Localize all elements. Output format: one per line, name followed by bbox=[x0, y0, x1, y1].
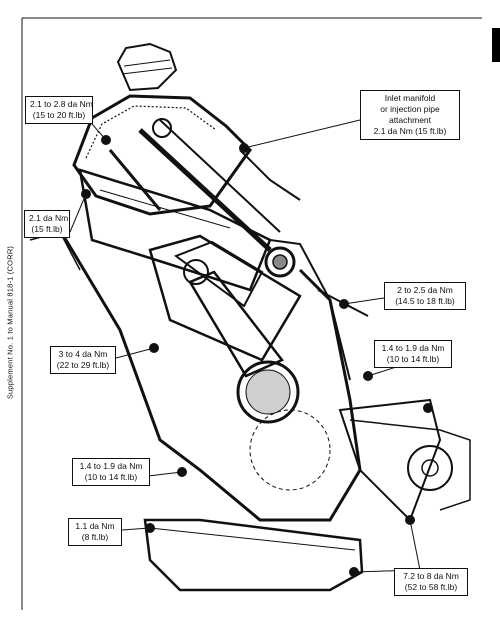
inlet-manifold bbox=[239, 149, 301, 201]
bolt-bracket-top bbox=[423, 403, 433, 413]
callout-inlet-line4: 2.1 da Nm (15 ft.lb) bbox=[373, 126, 447, 136]
block-right-wall bbox=[269, 239, 351, 381]
torque-callout-bottom-right: 7.2 to 8 da Nm (52 to 58 ft.lb) bbox=[394, 568, 468, 596]
cylinder-head bbox=[78, 168, 272, 292]
callout-inlet-line2: or injection pipe bbox=[380, 104, 440, 114]
camshaft-core bbox=[272, 254, 288, 270]
camshaft bbox=[264, 246, 296, 278]
leader-top-left bbox=[91, 123, 107, 141]
callout-right-mid-line2: (10 to 14 ft.lb) bbox=[386, 354, 440, 364]
head-gasket-line bbox=[99, 189, 231, 229]
leader-left-lower bbox=[115, 347, 155, 359]
leader-bottom-left bbox=[121, 527, 151, 531]
leader-bottom-right-b bbox=[409, 519, 421, 571]
leader-inlet bbox=[243, 119, 361, 149]
crank-journal bbox=[245, 369, 291, 415]
leader-right-upper bbox=[343, 297, 385, 305]
pushrod bbox=[138, 128, 272, 252]
crank-big-end bbox=[236, 360, 300, 424]
torque-callout-right-mid: 1.4 to 1.9 da Nm (10 to 14 ft.lb) bbox=[374, 340, 452, 368]
callout-inlet-line3: attachment bbox=[388, 115, 432, 125]
torque-callout-left-low2: 1.4 to 1.9 da Nm (10 to 14 ft.lb) bbox=[72, 458, 150, 486]
callout-inlet-line1: Inlet manifold bbox=[384, 93, 436, 103]
rocker-cover-inner bbox=[85, 105, 217, 159]
rocker-pivot bbox=[152, 118, 172, 138]
accessory-bracket bbox=[338, 398, 442, 522]
torque-callout-top-left: 2.1 to 2.8 da Nm (15 to 20 ft.lb) bbox=[25, 96, 93, 124]
leader-left-low2 bbox=[147, 471, 183, 477]
crank-sweep-circle bbox=[249, 409, 331, 491]
torque-callout-right-upper: 2 to 2.5 da Nm (14.5 to 18 ft.lb) bbox=[384, 282, 466, 310]
pushrod-outline bbox=[159, 119, 281, 233]
callout-left-low2-line1: 1.4 to 1.9 da Nm bbox=[79, 461, 143, 471]
page-edge-tab bbox=[492, 28, 500, 62]
gudgeon-pin bbox=[183, 259, 209, 285]
callout-top-left-line2: (15 to 20 ft.lb) bbox=[32, 110, 86, 120]
callout-right-upper-line1: 2 to 2.5 da Nm bbox=[397, 285, 453, 295]
callout-left-mid-line1: 2.1 da Nm bbox=[29, 213, 69, 223]
callout-right-mid-line1: 1.4 to 1.9 da Nm bbox=[381, 343, 445, 353]
connecting-rod bbox=[188, 270, 284, 378]
valve-stem bbox=[108, 149, 162, 211]
callout-bottom-right-line2: (52 to 58 ft.lb) bbox=[404, 582, 458, 592]
callout-bottom-right-line1: 7.2 to 8 da Nm bbox=[403, 571, 459, 581]
callout-bottom-left-line1: 1.1 da Nm bbox=[75, 521, 115, 531]
oil-sump bbox=[143, 518, 364, 592]
callout-left-mid-line2: (15 ft.lb) bbox=[31, 224, 63, 234]
callout-bottom-left-line2: (8 ft.lb) bbox=[81, 532, 109, 542]
rocker-cover bbox=[72, 94, 252, 216]
callout-left-lower-line2: (22 to 29 ft.lb) bbox=[56, 360, 110, 370]
pulley-hub bbox=[421, 459, 439, 477]
callout-left-lower-line1: 3 to 4 da Nm bbox=[58, 349, 108, 359]
filler-ribs bbox=[123, 59, 171, 67]
leader-left-mid bbox=[69, 193, 87, 233]
torque-callout-left-mid: 2.1 da Nm (15 ft.lb) bbox=[24, 210, 70, 238]
filler-ribs-2 bbox=[121, 67, 173, 75]
torque-callout-bottom-left: 1.1 da Nm (8 ft.lb) bbox=[68, 518, 122, 546]
cylinder-bore bbox=[148, 234, 302, 362]
callout-right-upper-line2: (14.5 to 18 ft.lb) bbox=[395, 296, 455, 306]
torque-callout-inlet: Inlet manifold or injection pipe attachm… bbox=[360, 90, 460, 140]
callout-top-left-line1: 2.1 to 2.8 da Nm bbox=[30, 99, 93, 109]
oil-filler-neck bbox=[116, 42, 178, 92]
callout-left-low2-line2: (10 to 14 ft.lb) bbox=[84, 472, 138, 482]
sump-flange bbox=[149, 527, 356, 551]
pulley bbox=[407, 445, 453, 491]
piston bbox=[173, 240, 264, 308]
bracket-outline bbox=[349, 419, 471, 511]
torque-callout-left-lower: 3 to 4 da Nm (22 to 29 ft.lb) bbox=[50, 346, 116, 374]
crankcase-outline bbox=[58, 229, 362, 522]
